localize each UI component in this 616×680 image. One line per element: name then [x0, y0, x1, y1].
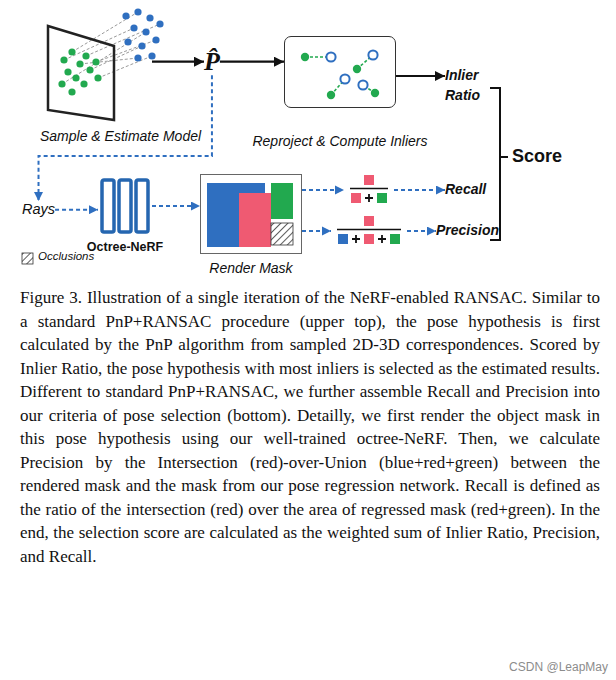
plus-sign	[378, 235, 386, 243]
3d-point	[130, 24, 137, 31]
node-label: Rays	[22, 201, 55, 218]
octree-nerf-block: Octree-NeRF	[98, 178, 152, 234]
sample-art	[42, 12, 152, 124]
numerator-swatch	[364, 216, 374, 226]
node-label: Precision	[436, 222, 499, 239]
projection-ray	[72, 12, 138, 52]
render-mask-box: Render Mask	[200, 174, 302, 254]
recall-label: Recall	[445, 181, 486, 198]
denominator-swatch	[364, 234, 374, 244]
reprojected-point	[358, 80, 367, 89]
flow-arrow	[396, 75, 445, 77]
node-label: Sample & Estimate Model	[40, 128, 201, 145]
score-bracket	[490, 88, 508, 240]
occlusion-label: Occlusions	[38, 250, 94, 262]
occlusion-icon	[22, 253, 33, 264]
dashed-arrow	[152, 205, 200, 207]
2d-point	[82, 52, 89, 59]
network-layer	[102, 180, 114, 232]
octree-art	[98, 178, 152, 234]
2d-point	[76, 60, 83, 67]
intersection-area	[239, 193, 271, 247]
node-label: Inlier Ratio	[445, 66, 480, 105]
fraction-bar	[350, 188, 388, 190]
reprojected-point	[368, 50, 377, 59]
figure-caption: Figure 3. Illustration of a single itera…	[20, 286, 600, 568]
3d-point	[134, 8, 141, 15]
3d-point	[156, 20, 163, 27]
2d-point	[80, 80, 87, 87]
precision-label: Precision	[436, 222, 499, 239]
fraction-bar	[337, 229, 401, 231]
node-label: Render Mask	[209, 260, 292, 277]
3d-point	[134, 54, 141, 61]
reprojected-point	[326, 52, 335, 61]
observed-point	[371, 89, 379, 97]
numerator-swatch	[364, 175, 374, 185]
plus-sign	[352, 235, 360, 243]
node-label: P̂	[204, 48, 220, 75]
node-label: Score	[512, 146, 562, 168]
2d-point	[92, 58, 99, 65]
observed-point	[353, 65, 361, 73]
regressed-mask	[271, 183, 293, 219]
reprojected-point	[340, 74, 349, 83]
pose-hypothesis: P̂	[204, 48, 220, 75]
denominator-swatch	[377, 193, 387, 203]
rays-label: Rays	[22, 201, 55, 218]
2d-point	[72, 74, 79, 81]
projection-ray	[90, 46, 142, 70]
3d-point	[152, 36, 159, 43]
2d-point	[94, 74, 101, 81]
denominator-swatch	[390, 234, 400, 244]
network-layer	[136, 180, 148, 232]
observed-point	[301, 53, 309, 61]
reproject-box: Reproject & Compute Inliers	[284, 36, 396, 108]
3d-point	[148, 52, 155, 59]
inlier-ratio-label: Inlier Ratio	[445, 66, 480, 105]
plus-sign	[365, 194, 373, 202]
occluded-area	[271, 223, 293, 245]
score-label: Score	[512, 146, 562, 168]
2d-point	[68, 88, 75, 95]
flow-arrow	[220, 61, 284, 63]
arrowhead	[322, 227, 331, 236]
dashed-arrow	[302, 189, 445, 191]
projection-ray	[62, 32, 146, 84]
node-label: Octree-NeRF	[87, 240, 163, 255]
mask-art	[201, 175, 303, 255]
3d-point	[122, 12, 129, 19]
node-label: Recall	[445, 181, 486, 198]
2d-point	[86, 66, 93, 73]
network-layer	[119, 180, 131, 232]
node-label: Reproject & Compute Inliers	[252, 133, 427, 150]
dashed-arrow	[55, 209, 98, 211]
flow-arrow	[152, 61, 204, 63]
3d-point	[124, 38, 131, 45]
denominator-swatch	[351, 193, 361, 203]
3d-point	[138, 42, 145, 49]
observed-point	[327, 91, 335, 99]
denominator-swatch	[338, 234, 348, 244]
sample-illustration: Sample & Estimate Model	[42, 12, 152, 124]
fraction-group	[337, 175, 401, 244]
2d-point	[58, 80, 65, 87]
reproject-art	[285, 37, 397, 109]
arrowhead	[335, 186, 344, 195]
watermark: CSDN @LeapMay	[509, 660, 608, 674]
image-plane	[48, 26, 114, 120]
3d-point	[142, 28, 149, 35]
2d-point	[68, 48, 75, 55]
3d-point	[146, 14, 153, 21]
2d-point	[64, 68, 71, 75]
projection-ray	[80, 58, 138, 64]
2d-point	[60, 56, 67, 63]
